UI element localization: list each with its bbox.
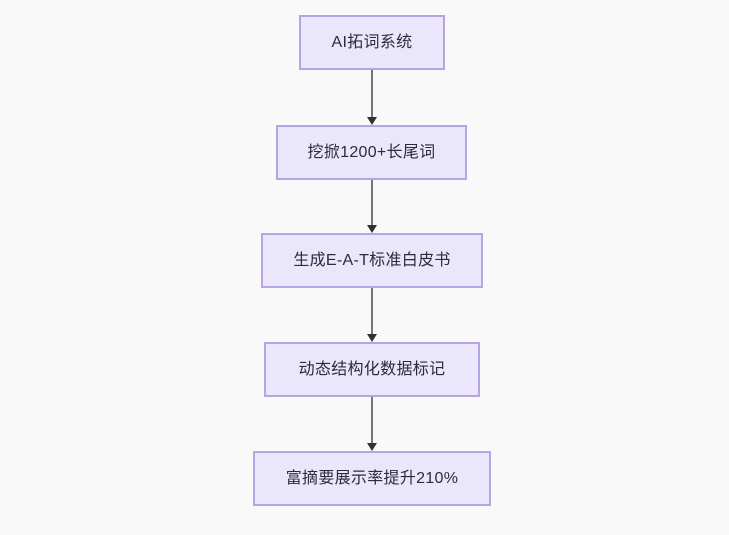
flow-node-label: 富摘要展示率提升210%: [285, 469, 459, 487]
flow-node-dynamic-structured-data-markup[interactable]: 动态结构化数据标记: [264, 342, 480, 397]
arrow-head-icon: [367, 117, 377, 125]
arrow-head-icon: [367, 225, 377, 233]
edge-line: [371, 180, 373, 226]
edge-node1-to-node2: [367, 70, 377, 125]
edge-line: [371, 70, 373, 118]
flow-node-rich-snippet-rate-increase[interactable]: 富摘要展示率提升210%: [253, 451, 491, 506]
flow-node-generate-eat-whitepaper[interactable]: 生成E-A-T标准白皮书: [261, 233, 483, 288]
edge-line: [371, 288, 373, 335]
flow-node-label: 动态结构化数据标记: [298, 360, 446, 378]
edge-node2-to-node3: [367, 180, 377, 233]
arrow-head-icon: [367, 443, 377, 451]
flow-node-label: AI拓词系统: [331, 33, 413, 51]
edge-line: [371, 397, 373, 444]
edge-node4-to-node5: [367, 397, 377, 451]
edge-node3-to-node4: [367, 288, 377, 342]
flow-node-label: 生成E-A-T标准白皮书: [293, 251, 451, 269]
arrow-head-icon: [367, 334, 377, 342]
flow-node-mine-longtail-keywords[interactable]: 挖掀1200+长尾词: [276, 125, 467, 180]
flow-node-ai-keyword-system[interactable]: AI拓词系统: [299, 15, 445, 70]
flow-node-label: 挖掀1200+长尾词: [307, 143, 436, 161]
